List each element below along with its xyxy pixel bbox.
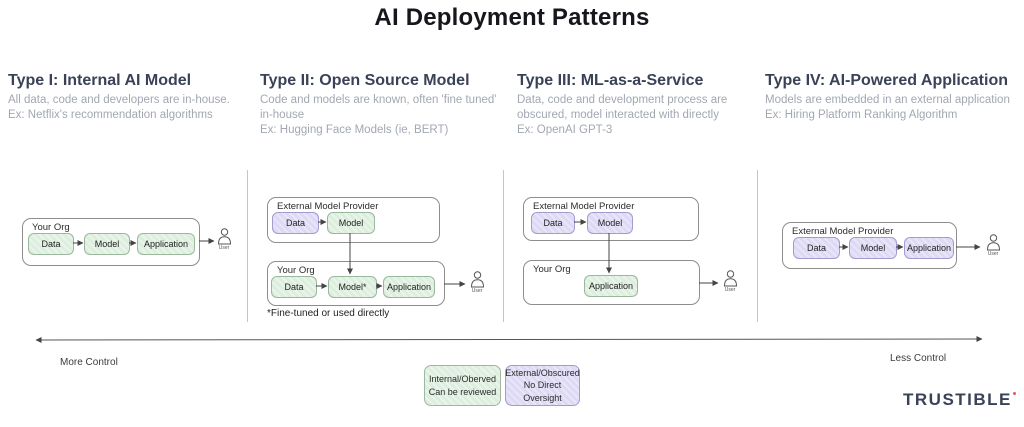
type2-provider-data-node: Data: [272, 212, 319, 234]
type3-user-label: User: [724, 287, 736, 293]
type1-example: Ex: Netflix's recommendation algorithms: [8, 108, 213, 121]
control-axis-arrow: [35, 336, 983, 343]
legend-internal-observed: Internal/Oberved Can be reviewed: [424, 365, 501, 406]
type3-user: User: [721, 270, 739, 293]
logo-dot: [1012, 392, 1016, 395]
type2-org-application-node: Application: [383, 276, 435, 298]
column-divider: [247, 170, 248, 322]
type2-org-data-node: Data: [271, 276, 317, 298]
type3-external-provider-label: External Model Provider: [533, 201, 635, 212]
column-type4: Type IV: AI-Powered Application Models a…: [765, 72, 1019, 123]
legend-external-line1: External/Obscured: [505, 368, 580, 379]
type1-user: User: [215, 228, 233, 251]
type4-example: Ex: Hiring Platform Ranking Algorithm: [765, 108, 958, 121]
legend-internal-line1: Internal/Oberved: [428, 374, 497, 385]
type2-user-label: User: [471, 288, 483, 294]
type3-your-org-label: Your Org: [533, 264, 571, 275]
column-type3: Type III: ML-as-a-Service Data, code and…: [517, 72, 755, 138]
type1-your-org-label: Your Org: [32, 222, 70, 233]
legend-internal-line2: Can be reviewed: [428, 386, 497, 397]
less-control-label: Less Control: [890, 353, 947, 364]
type4-description: Models are embedded in an external appli…: [765, 94, 1010, 106]
type3-heading: Type III: ML-as-a-Service: [517, 72, 704, 89]
column-type2: Type II: Open Source Model Code and mode…: [260, 72, 498, 138]
column-type1: Type I: Internal AI Model All data, code…: [8, 72, 240, 123]
type4-data-node: Data: [793, 237, 840, 259]
user-icon: [217, 228, 231, 245]
type2-external-provider-label: External Model Provider: [277, 201, 379, 212]
column-divider: [757, 170, 758, 322]
type3-provider-model-node: Model: [587, 212, 633, 234]
type4-application-node: Application: [904, 237, 954, 259]
trustible-logo-text: TRUSTIBLE: [903, 390, 1012, 409]
type3-description: Data, code and development process are o…: [517, 94, 728, 121]
type2-description: Code and models are known, often 'fine t…: [260, 94, 497, 121]
type3-provider-data-node: Data: [531, 212, 575, 234]
type2-example: Ex: Hugging Face Models (ie, BERT): [260, 123, 449, 136]
type2-provider-model-node: Model: [327, 212, 375, 234]
type2-user: User: [468, 271, 486, 294]
type4-user-label: User: [987, 251, 999, 257]
type1-heading: Type I: Internal AI Model: [8, 72, 192, 89]
legend-external-line2: No Direct Oversight: [523, 380, 562, 403]
type3-example: Ex: OpenAI GPT-3: [517, 123, 613, 136]
type2-org-model-node: Model*: [328, 276, 377, 298]
type2-footnote: *Fine-tuned or used directly: [267, 308, 390, 319]
page-title: AI Deployment Patterns: [374, 4, 650, 31]
type1-description: All data, code and developers are in-hou…: [8, 94, 230, 106]
type1-user-label: User: [218, 245, 230, 251]
legend-external-obscured: External/Obscured No Direct Oversight: [505, 365, 580, 406]
user-icon: [986, 234, 1000, 251]
type4-model-node: Model: [849, 237, 897, 259]
user-icon: [470, 271, 484, 288]
type1-model-node: Model: [84, 233, 130, 255]
trustible-logo: TRUSTIBLE: [903, 390, 1016, 410]
type2-heading: Type II: Open Source Model: [260, 72, 470, 89]
type4-external-provider-label: External Model Provider: [792, 226, 894, 237]
type4-heading: Type IV: AI-Powered Application: [765, 72, 1008, 89]
column-divider: [503, 170, 504, 322]
type3-application-node: Application: [584, 275, 638, 297]
type1-application-node: Application: [137, 233, 195, 255]
type2-your-org-label: Your Org: [277, 265, 315, 276]
type1-data-node: Data: [28, 233, 74, 255]
more-control-label: More Control: [60, 357, 118, 368]
type4-user: User: [984, 234, 1002, 257]
user-icon: [723, 270, 737, 287]
